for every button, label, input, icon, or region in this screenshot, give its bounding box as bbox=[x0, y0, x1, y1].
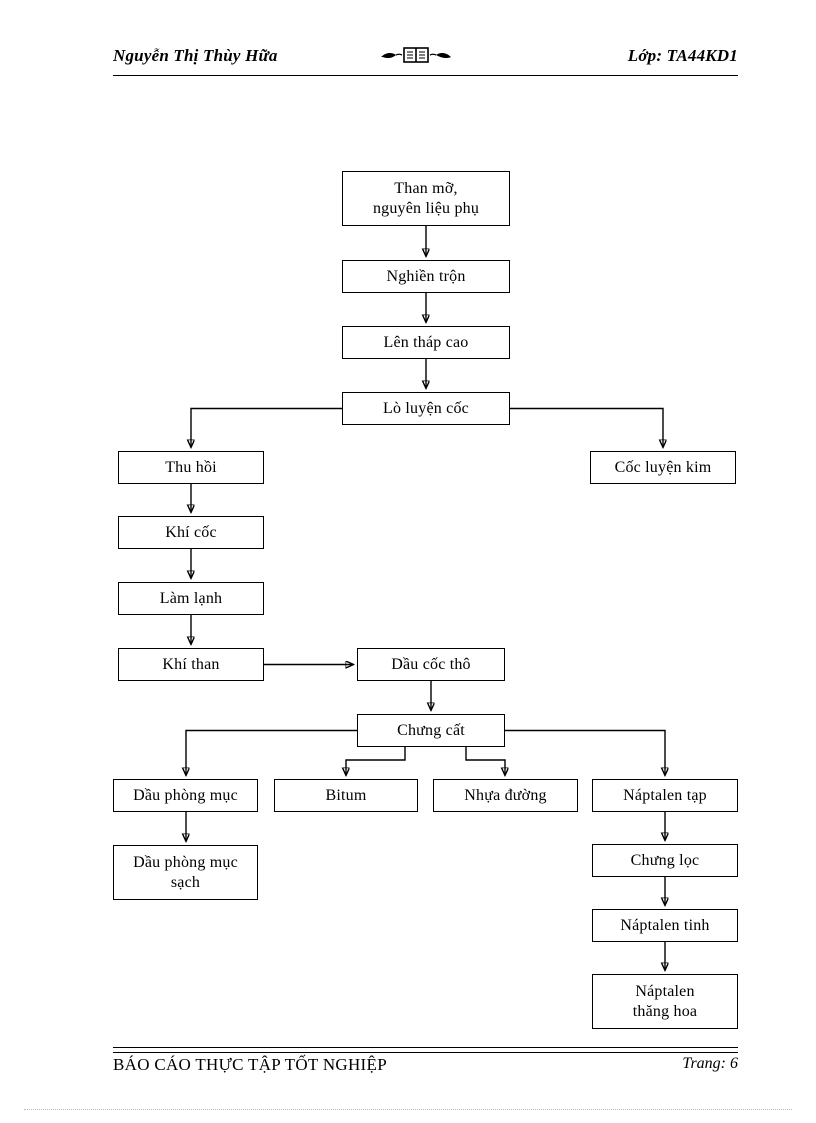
footer-page-number: Trang: 6 bbox=[682, 1055, 738, 1072]
node-bitum: Bitum bbox=[274, 779, 418, 812]
header-student-name: Nguyễn Thị Thùy Hữa bbox=[113, 46, 278, 65]
node-khi-than: Khí than bbox=[118, 648, 264, 681]
node-dau-coc-tho: Dầu cốc thô bbox=[357, 648, 505, 681]
node-thu-hoi: Thu hồi bbox=[118, 451, 264, 484]
header-divider bbox=[113, 75, 738, 76]
header-class-label: Lớp: TA44KD1 bbox=[627, 46, 738, 65]
page-footer: BÁO CÁO THỰC TẬP TỐT NGHIỆP Trang: 6 bbox=[113, 1055, 738, 1081]
node-naptalen-tinh: Náptalen tinh bbox=[592, 909, 738, 942]
node-coc-luyen-kim: Cốc luyện kim bbox=[590, 451, 736, 484]
node-khi-coc: Khí cốc bbox=[118, 516, 264, 549]
node-chung-cat: Chưng cất bbox=[357, 714, 505, 747]
page-header: Nguyễn Thị Thùy Hữa Lớp: TA44KD1 bbox=[113, 46, 738, 76]
node-naptalen-tap: Náptalen tạp bbox=[592, 779, 738, 812]
node-dau-phong-muc-sach: Dầu phòng mục sạch bbox=[113, 845, 258, 900]
node-lam-lanh: Làm lạnh bbox=[118, 582, 264, 615]
book-ornament-icon bbox=[371, 44, 461, 75]
footer-report-title: BÁO CÁO THỰC TẬP TỐT NGHIỆP bbox=[113, 1055, 387, 1074]
node-dau-phong-muc: Dầu phòng mục bbox=[113, 779, 258, 812]
node-nghien-tron: Nghiền trộn bbox=[342, 260, 510, 293]
node-chung-loc: Chưng lọc bbox=[592, 844, 738, 877]
node-len-thap-cao: Lên tháp cao bbox=[342, 326, 510, 359]
node-nhua-duong: Nhựa đường bbox=[433, 779, 578, 812]
node-naptalen-thang-hoa: Náptalen thăng hoa bbox=[592, 974, 738, 1029]
scan-artifact-line bbox=[24, 1109, 792, 1110]
footer-divider bbox=[113, 1047, 738, 1053]
node-than-mo: Than mỡ, nguyên liệu phụ bbox=[342, 171, 510, 226]
node-lo-luyen-coc: Lò luyện cốc bbox=[342, 392, 510, 425]
